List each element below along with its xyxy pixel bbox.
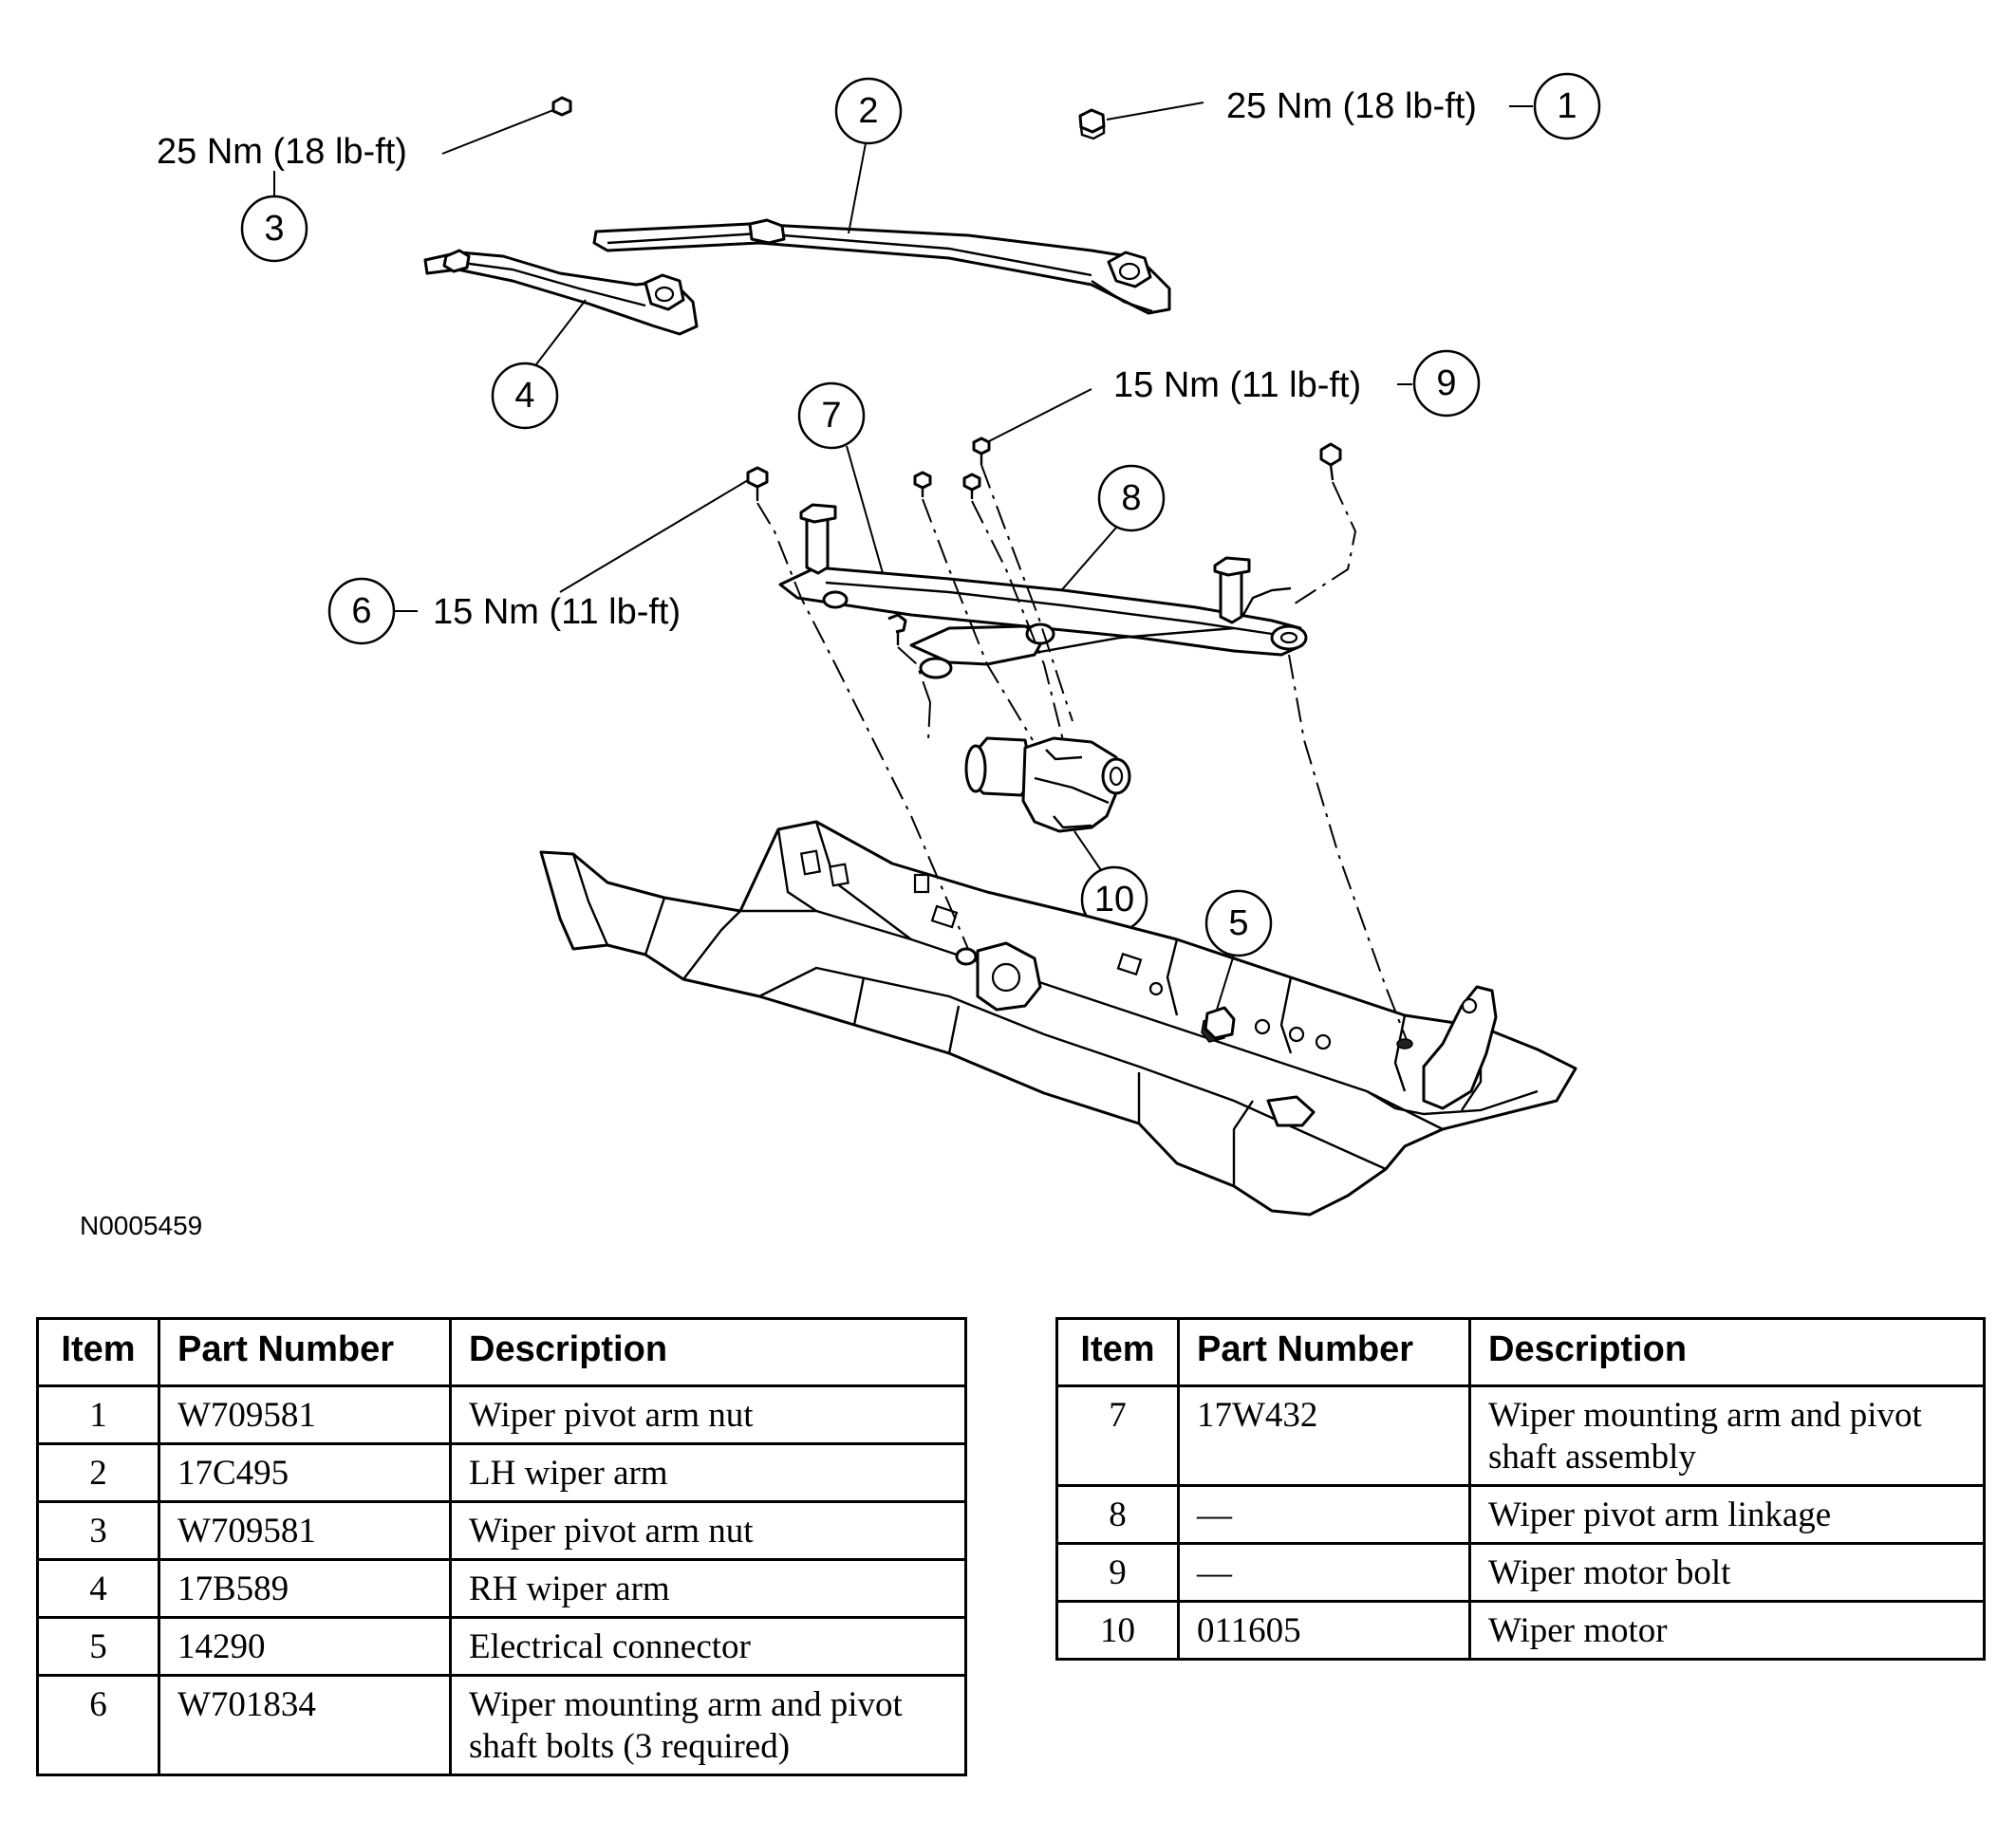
callout-3-number: 3 xyxy=(264,209,284,249)
table-row: 9 — Wiper motor bolt xyxy=(1055,1542,1986,1603)
electrical-connector xyxy=(1204,1006,1236,1040)
cell-description: Wiper motor xyxy=(1468,1600,1986,1661)
cell-description: Wiper pivot arm linkage xyxy=(1468,1484,1986,1545)
callout-5: 5 xyxy=(1204,889,1273,1011)
pivot-arm-nut-right xyxy=(1078,102,1204,140)
table-row: 1 W709581 Wiper pivot arm nut xyxy=(36,1384,967,1445)
cell-item: 5 xyxy=(36,1616,160,1677)
cell-part-number: — xyxy=(1177,1484,1471,1545)
cell-item: 1 xyxy=(36,1384,160,1445)
cell-part-number: 17C495 xyxy=(158,1442,452,1503)
callout-4-number: 4 xyxy=(514,376,534,416)
callout-9: 15 Nm (11 lb-ft) 9 xyxy=(986,349,1481,443)
table-row: 6 W701834 Wiper mounting arm and pivot s… xyxy=(36,1674,967,1776)
callout-2-number: 2 xyxy=(858,91,878,131)
cell-part-number: W701834 xyxy=(158,1674,452,1776)
cell-description: Wiper pivot arm nut xyxy=(449,1500,967,1561)
callout-1-number: 1 xyxy=(1557,86,1577,126)
cell-description: Wiper mounting arm and pivot shaft assem… xyxy=(1468,1384,1986,1487)
cell-description: RH wiper arm xyxy=(449,1558,967,1619)
header-part-number: Part Number xyxy=(158,1317,452,1387)
cell-description: Wiper motor bolt xyxy=(1468,1542,1986,1603)
callout-4: 4 xyxy=(491,299,587,430)
callout-9-number: 9 xyxy=(1436,363,1456,403)
callout-6-number: 6 xyxy=(351,591,371,631)
table-row: 2 17C495 LH wiper arm xyxy=(36,1442,967,1503)
callout-3: 25 Nm (18 lb-ft) 3 xyxy=(157,132,407,263)
table-row: 3 W709581 Wiper pivot arm nut xyxy=(36,1500,967,1561)
cell-item: 2 xyxy=(36,1442,160,1503)
header-item: Item xyxy=(1055,1317,1180,1387)
callout-3-torque-text: 25 Nm (18 lb-ft) xyxy=(157,132,407,172)
callout-1-torque-text: 25 Nm (18 lb-ft) xyxy=(1226,86,1477,126)
callout-2: 2 xyxy=(834,77,903,234)
cell-part-number: 17W432 xyxy=(1177,1384,1471,1487)
callout-10-number: 10 xyxy=(1094,880,1134,920)
table-row: 10 011605 Wiper motor xyxy=(1055,1600,1986,1661)
cell-item: 9 xyxy=(1055,1542,1180,1603)
cell-part-number: — xyxy=(1177,1542,1471,1603)
cell-item: 8 xyxy=(1055,1484,1180,1545)
table-row: 8 — Wiper pivot arm linkage xyxy=(1055,1484,1986,1545)
header-item: Item xyxy=(36,1317,160,1387)
lh-wiper-arm xyxy=(592,218,1171,315)
callout-6-torque-text: 15 Nm (11 lb-ft) xyxy=(433,592,681,632)
cell-description: Wiper pivot arm nut xyxy=(449,1384,967,1445)
assembly-centerlines xyxy=(756,464,1408,1041)
cell-description: LH wiper arm xyxy=(449,1442,967,1503)
parts-table-left: Item Part Number Description 1 W709581 W… xyxy=(36,1317,967,1776)
header-description: Description xyxy=(1468,1317,1986,1387)
cell-item: 3 xyxy=(36,1500,160,1561)
callout-7-number: 7 xyxy=(821,396,841,436)
cell-part-number: 011605 xyxy=(1177,1600,1471,1661)
cell-item: 7 xyxy=(1055,1384,1180,1487)
pivot-arm-nut-left xyxy=(441,96,572,155)
table-row: 5 14290 Electrical connector xyxy=(36,1616,967,1677)
callout-1: 1 xyxy=(1509,72,1601,140)
callout-8-number: 8 xyxy=(1121,478,1141,518)
exploded-view-diagram: 25 Nm (18 lb-ft) 1 25 Nm (18 lb-ft) 3 2 xyxy=(80,72,1601,1240)
cell-part-number: 17B589 xyxy=(158,1558,452,1619)
callout-10: 10 xyxy=(1073,830,1148,934)
mounting-arm-pivot-shaft-assembly xyxy=(778,503,1308,679)
cell-item: 4 xyxy=(36,1558,160,1619)
callout-6: 6 15 Nm (11 lb-ft) xyxy=(327,479,749,645)
callout-9-torque-text: 15 Nm (11 lb-ft) xyxy=(1113,365,1361,405)
table-row: 7 17W432 Wiper mounting arm and pivot sh… xyxy=(1055,1384,1986,1487)
cell-part-number: 14290 xyxy=(158,1616,452,1677)
wiper-motor xyxy=(964,736,1131,833)
header-part-number: Part Number xyxy=(1177,1317,1471,1387)
cowl-panel xyxy=(539,820,1577,1217)
cell-description: Wiper mounting arm and pivot shaft bolts… xyxy=(449,1674,967,1776)
cell-part-number: W709581 xyxy=(158,1500,452,1561)
parts-table-right: Item Part Number Description 7 17W432 Wi… xyxy=(1055,1317,1986,1661)
cell-part-number: W709581 xyxy=(158,1384,452,1445)
cell-item: 6 xyxy=(36,1674,160,1776)
callout-1-torque: 25 Nm (18 lb-ft) xyxy=(1226,86,1477,126)
cell-item: 10 xyxy=(1055,1600,1180,1661)
callout-7: 7 xyxy=(797,381,884,574)
table-row: 4 17B589 RH wiper arm xyxy=(36,1558,967,1619)
figure-id: N0005459 xyxy=(80,1211,202,1240)
header-description: Description xyxy=(449,1317,967,1387)
callout-5-number: 5 xyxy=(1228,903,1248,943)
mounting-bolts xyxy=(746,437,1342,645)
cell-description: Electrical connector xyxy=(449,1616,967,1677)
table-header-row: Item Part Number Description xyxy=(1055,1317,1986,1387)
table-header-row: Item Part Number Description xyxy=(36,1317,967,1387)
rh-wiper-arm xyxy=(423,249,699,336)
